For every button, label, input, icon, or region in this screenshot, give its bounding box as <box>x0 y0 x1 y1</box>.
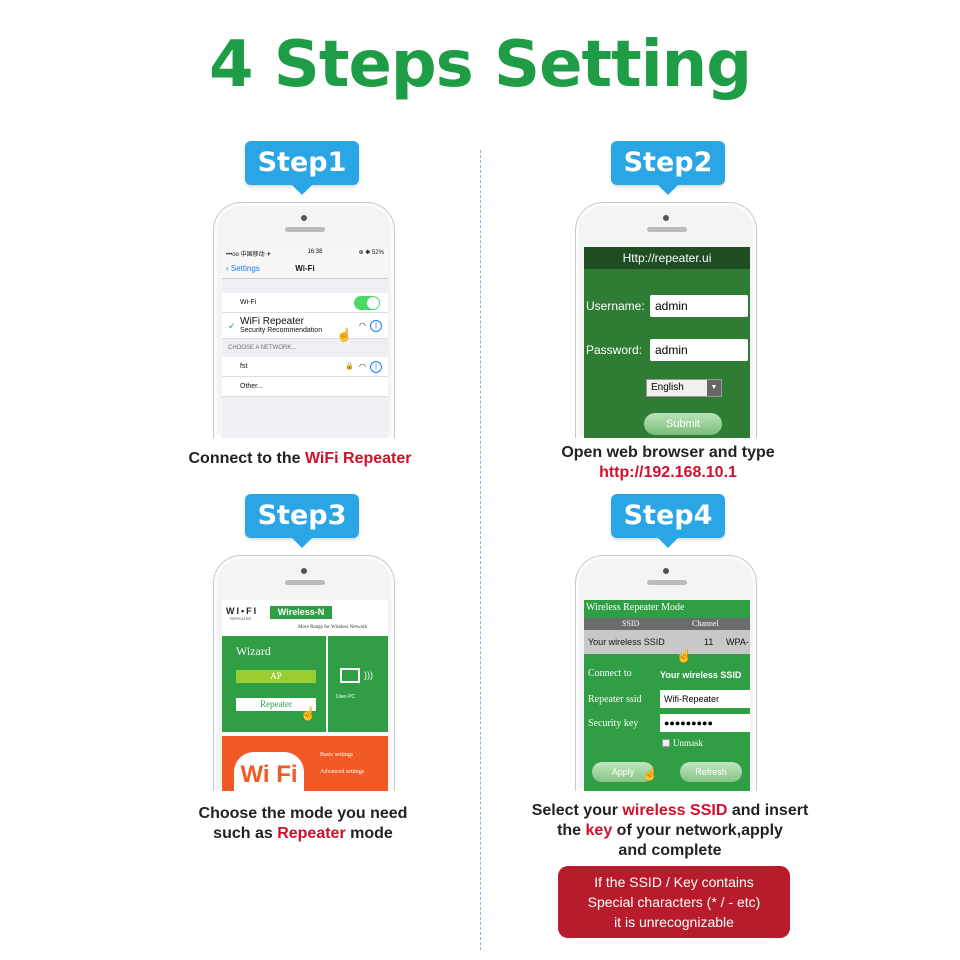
camera <box>301 215 307 221</box>
step1-badge: Step1 <box>245 141 359 195</box>
network-row-other[interactable]: Other... <box>222 377 388 397</box>
camera <box>663 568 669 574</box>
camera <box>301 568 307 574</box>
speaker <box>647 227 687 232</box>
wifi-toggle-row: Wi-Fi <box>222 293 388 313</box>
info-icon[interactable]: i <box>370 360 382 373</box>
hand-pointer-icon: ☝ <box>336 327 353 342</box>
nav-title: Wi-Fi <box>295 264 315 273</box>
monitor-icon <box>340 668 360 683</box>
ssid-row[interactable]: Your wireless SSID 11 WPA- <box>584 630 750 654</box>
network-subtitle: Security Recommendation <box>240 327 323 334</box>
section-header: CHOOSE A NETWORK... <box>228 345 297 351</box>
username-input[interactable]: admin <box>650 295 748 317</box>
wifi-signal-icon: ◠ <box>359 361 366 371</box>
side-button <box>575 273 576 299</box>
url-bar: Http://repeater.ui <box>584 247 750 269</box>
speaker <box>285 580 325 585</box>
apply-button[interactable]: Apply <box>592 762 654 782</box>
network-name: WiFi Repeater <box>240 316 304 327</box>
wifi-settings-screen: •••oo 中国移动 ✈ 16:38 ⊕ ✱ 52% ‹ Settings Wi… <box>222 247 388 438</box>
step4-caption: Select your wireless SSID and insert the… <box>531 802 809 859</box>
unmask-checkbox[interactable]: Unmask <box>662 738 703 748</box>
pc-panel: ))) User-PC <box>328 636 388 732</box>
step4-badge: Step4 <box>611 494 725 548</box>
chevron-down-icon: ▼ <box>707 380 721 396</box>
wizard-screen: WI•FI REPEATER Wireless-N More Range for… <box>222 600 388 791</box>
username-label: Username: <box>586 299 645 313</box>
repeater-ssid-input[interactable]: Wifi-Repeater <box>660 690 750 708</box>
refresh-button[interactable]: Refresh <box>680 762 742 782</box>
password-input[interactable]: admin <box>650 339 748 361</box>
info-icon[interactable]: i <box>370 319 382 332</box>
security-key-input[interactable]: ●●●●●●●●● <box>660 714 750 732</box>
checkmark-icon: ✓ <box>228 321 236 331</box>
basic-settings-link[interactable]: Basic settings <box>320 752 354 758</box>
speaker <box>285 227 325 232</box>
hand-pointer-icon: ☝ <box>676 648 693 663</box>
nav-bar: ‹ Settings Wi-Fi <box>222 259 388 279</box>
connect-to-value: Your wireless SSID <box>660 670 742 680</box>
lock-icon: 🔒 <box>345 362 354 370</box>
camera <box>663 215 669 221</box>
submit-button[interactable]: Submit <box>644 413 722 435</box>
wizard-header: WI•FI REPEATER Wireless-N More Range for… <box>222 600 388 634</box>
language-select[interactable]: English▼ <box>646 379 722 397</box>
signal-icon: ))) <box>364 670 373 680</box>
ap-mode-button[interactable]: AP <box>236 670 316 683</box>
settings-back-button[interactable]: ‹ Settings <box>226 264 260 273</box>
hand-pointer-icon: ☝ <box>642 766 659 781</box>
step2-badge: Step2 <box>611 141 725 195</box>
hand-pointer-icon: ☝ <box>300 706 317 721</box>
center-divider <box>480 150 481 950</box>
wifi-brand-logo: Wi Fi <box>234 752 304 791</box>
step4-phone: Wireless Repeater Mode SSID Channel Your… <box>575 555 757 791</box>
step3-badge: Step3 <box>245 494 359 548</box>
wifi-signal-icon: ◠ <box>359 320 366 330</box>
speaker <box>647 580 687 585</box>
wizard-panel: Wizard AP Repeater <box>222 636 326 732</box>
mode-title: Wireless Repeater Mode <box>586 602 685 613</box>
network-row-fst[interactable]: fst 🔒 ◠ i <box>222 357 388 377</box>
password-label: Password: <box>586 343 643 357</box>
wifi-toggle[interactable] <box>354 296 380 310</box>
repeater-mode-button[interactable]: Repeater <box>236 698 316 711</box>
table-header: SSID Channel <box>584 618 750 630</box>
wireless-n-badge: Wireless-N <box>270 606 332 619</box>
side-button <box>575 626 576 652</box>
repeater-mode-screen: Wireless Repeater Mode SSID Channel Your… <box>584 600 750 791</box>
step2-phone: Http://repeater.ui Username: admin Passw… <box>575 202 757 438</box>
status-bar: •••oo 中国移动 ✈ 16:38 ⊕ ✱ 52% <box>222 247 388 259</box>
advanced-settings-link[interactable]: Advanced settings <box>320 769 365 775</box>
wifi-logo: WI•FI <box>226 606 259 616</box>
warning-box: If the SSID / Key contains Special chara… <box>558 866 790 938</box>
side-button <box>213 626 214 652</box>
side-button <box>213 273 214 299</box>
page-title: 4 Steps Setting <box>208 28 752 102</box>
settings-panel: Wi Fi Basic settings Advanced settings <box>222 736 388 791</box>
step1-caption: Connect to the WiFi Repeater <box>188 450 412 467</box>
step1-phone: •••oo 中国移动 ✈ 16:38 ⊕ ✱ 52% ‹ Settings Wi… <box>213 202 395 438</box>
network-row-wifi-repeater[interactable]: ✓ WiFi Repeater Security Recommendation … <box>222 313 388 339</box>
step3-caption: Choose the mode you need such as Repeate… <box>198 805 408 842</box>
login-screen: Http://repeater.ui Username: admin Passw… <box>584 247 750 438</box>
step2-caption: Open web browser and type http://192.168… <box>561 444 775 481</box>
step3-phone: WI•FI REPEATER Wireless-N More Range for… <box>213 555 395 791</box>
